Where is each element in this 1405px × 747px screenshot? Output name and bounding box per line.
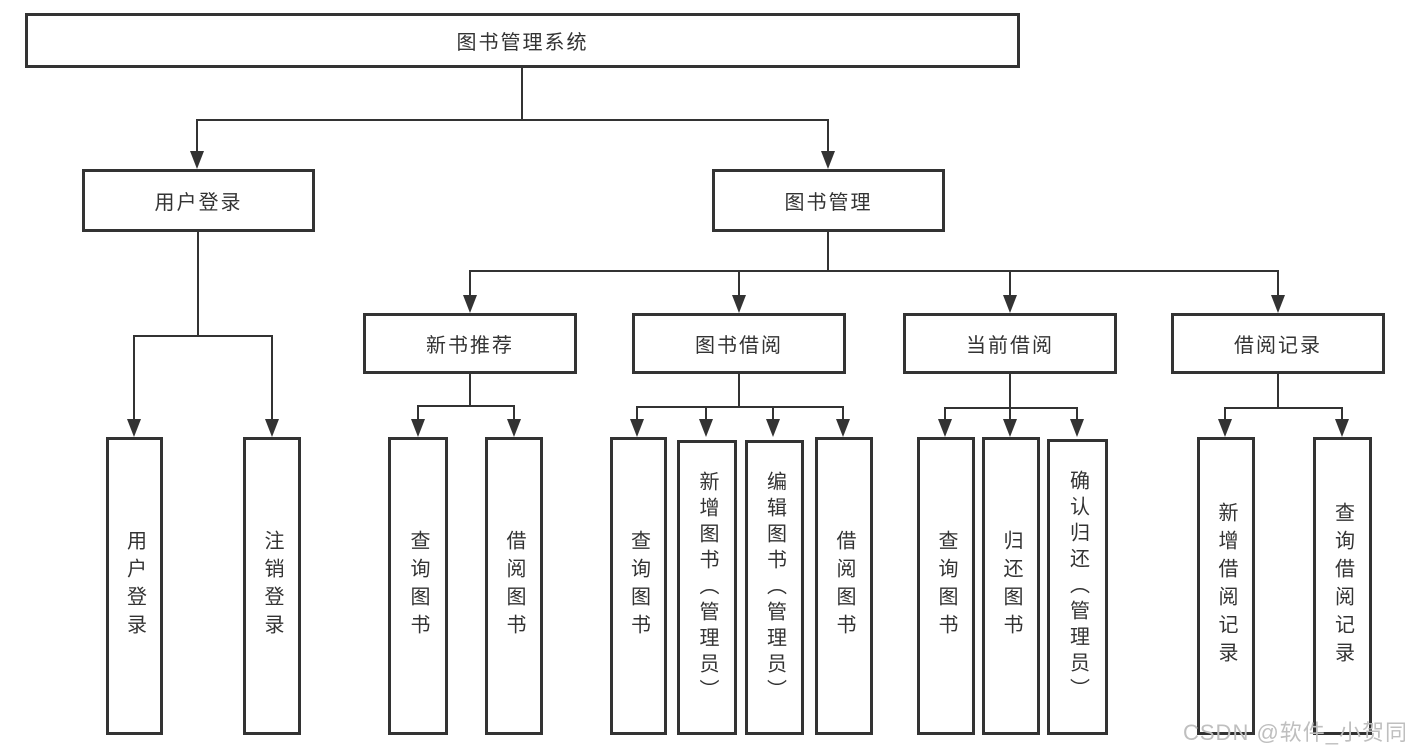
arrow-down xyxy=(1335,419,1349,437)
connector-line xyxy=(1224,407,1226,419)
node-book-borrow: 图书借阅 xyxy=(632,313,846,374)
arrow-down xyxy=(1218,419,1232,437)
node-new-book-recommend-label: 新书推荐 xyxy=(426,335,514,357)
connector-line xyxy=(521,68,523,119)
leaf-query-books-borrow-label: 查询图书 xyxy=(627,530,650,642)
leaf-return-book: 归还图书 xyxy=(982,437,1040,735)
connector-line xyxy=(417,405,419,419)
leaf-logout: 注销登录 xyxy=(243,437,301,735)
connector-line xyxy=(1009,270,1011,295)
connector-line xyxy=(738,374,740,406)
node-current-borrow: 当前借阅 xyxy=(903,313,1117,374)
node-root-label: 图书管理系统 xyxy=(456,32,589,54)
connector-line xyxy=(513,405,515,419)
leaf-borrow-books-borrow-label: 借阅图书 xyxy=(833,530,855,642)
connector-line xyxy=(636,406,844,408)
node-current-borrow-label: 当前借阅 xyxy=(966,335,1054,357)
node-user-login: 用户登录 xyxy=(82,169,315,232)
leaf-query-borrow-record-label: 查询借阅记录 xyxy=(1331,502,1354,670)
arrow-down xyxy=(766,419,780,437)
leaf-confirm-return-admin-label: 确认归还（管理员） xyxy=(1066,470,1089,704)
node-borrow-records-label: 借阅记录 xyxy=(1234,335,1322,357)
connector-line xyxy=(271,335,273,419)
connector-line xyxy=(1277,374,1279,407)
arrow-down xyxy=(1003,419,1017,437)
arrow-down xyxy=(127,419,141,437)
connector-line xyxy=(1009,374,1011,407)
connector-line xyxy=(705,406,707,419)
arrow-down xyxy=(463,295,477,313)
connector-line xyxy=(196,119,829,121)
leaf-borrow-books-recommend-label: 借阅图书 xyxy=(503,530,525,642)
arrow-down xyxy=(836,419,850,437)
connector-line xyxy=(944,407,946,419)
arrow-down xyxy=(699,419,713,437)
leaf-add-borrow-record: 新增借阅记录 xyxy=(1197,437,1255,735)
node-new-book-recommend: 新书推荐 xyxy=(363,313,577,374)
leaf-query-books-current-label: 查询图书 xyxy=(935,530,957,642)
connector-line xyxy=(196,119,198,151)
connector-line xyxy=(469,270,1279,272)
leaf-edit-book-admin: 编辑图书（管理员） xyxy=(745,440,804,735)
connector-line xyxy=(1224,407,1343,409)
arrow-down xyxy=(821,151,835,169)
node-book-management: 图书管理 xyxy=(712,169,945,232)
leaf-edit-book-admin-label: 编辑图书（管理员） xyxy=(763,470,786,705)
connector-line xyxy=(1277,270,1279,295)
connector-line xyxy=(827,232,829,270)
connector-line xyxy=(772,406,774,419)
connector-line xyxy=(1076,407,1078,419)
leaf-query-books-recommend-label: 查询图书 xyxy=(407,530,429,642)
connector-line xyxy=(636,406,638,419)
leaf-user-login: 用户登录 xyxy=(106,437,163,735)
arrow-down xyxy=(1271,295,1285,313)
node-borrow-records: 借阅记录 xyxy=(1171,313,1385,374)
leaf-add-borrow-record-label: 新增借阅记录 xyxy=(1215,502,1237,670)
arrow-down xyxy=(938,419,952,437)
connector-line xyxy=(1009,407,1011,419)
leaf-user-login-label: 用户登录 xyxy=(123,530,146,642)
connector-line xyxy=(842,406,844,419)
leaf-query-books-current: 查询图书 xyxy=(917,437,975,735)
connector-line xyxy=(133,335,135,419)
leaf-return-book-label: 归还图书 xyxy=(1000,530,1022,642)
node-book-management-label: 图书管理 xyxy=(784,192,873,214)
arrow-down xyxy=(732,295,746,313)
leaf-query-borrow-record: 查询借阅记录 xyxy=(1313,437,1372,735)
connector-line xyxy=(469,374,471,405)
leaf-add-book-admin: 新增图书（管理员） xyxy=(677,440,737,735)
leaf-add-book-admin-label: 新增图书（管理员） xyxy=(696,470,718,705)
arrow-down xyxy=(411,419,425,437)
arrow-down xyxy=(190,151,204,169)
connector-line xyxy=(738,270,740,295)
node-root: 图书管理系统 xyxy=(25,13,1020,68)
arrow-down xyxy=(507,419,521,437)
connector-line xyxy=(469,270,471,295)
watermark: CSDN @软件_小贺同学 xyxy=(1183,720,1405,745)
leaf-logout-label: 注销登录 xyxy=(261,530,283,642)
connector-line xyxy=(133,335,273,337)
leaf-query-books-borrow: 查询图书 xyxy=(610,437,667,735)
connector-line xyxy=(197,232,199,335)
arrow-down xyxy=(1003,295,1017,313)
arrow-down xyxy=(630,419,644,437)
leaf-borrow-books-recommend: 借阅图书 xyxy=(485,437,543,735)
connector-line xyxy=(417,405,515,407)
node-user-login-label: 用户登录 xyxy=(154,192,243,214)
connector-line xyxy=(944,407,1078,409)
node-book-borrow-label: 图书借阅 xyxy=(695,335,783,357)
leaf-borrow-books-borrow: 借阅图书 xyxy=(815,437,873,735)
leaf-confirm-return-admin: 确认归还（管理员） xyxy=(1047,439,1108,735)
arrow-down xyxy=(1070,419,1084,437)
connector-line xyxy=(1341,407,1343,419)
leaf-query-books-recommend: 查询图书 xyxy=(388,437,448,735)
connector-line xyxy=(827,119,829,151)
arrow-down xyxy=(265,419,279,437)
